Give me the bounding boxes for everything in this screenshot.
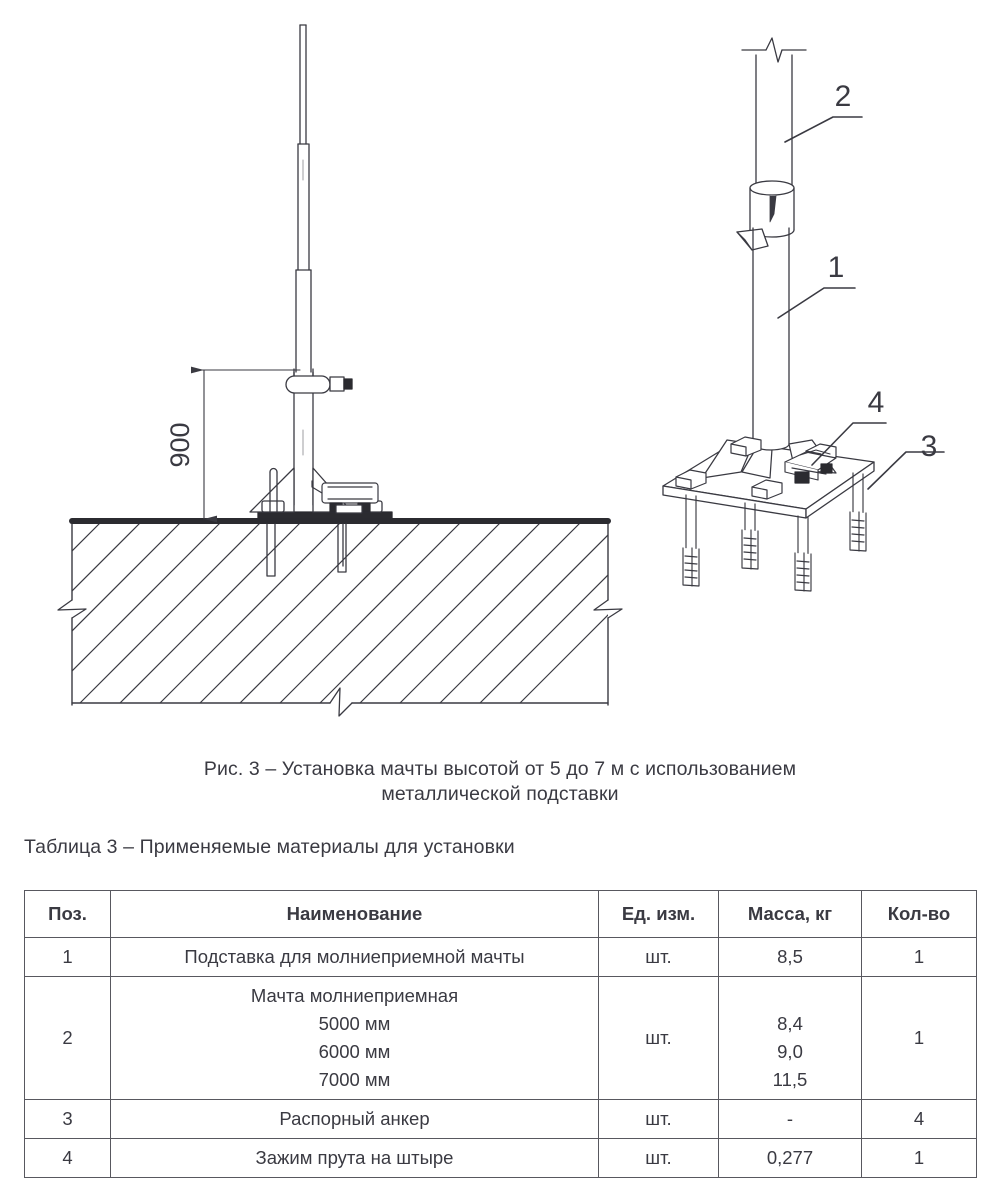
table-row: 2 Мачта молниеприемная 5000 мм 6000 мм 7… [24,976,977,1100]
table-header-row: Поз. Наименование Ед. изм. Масса, кг Кол… [24,890,977,938]
technical-drawing-figure: 900 2 1 4 3 [57,24,945,717]
cell-mass: - [718,1099,862,1139]
slab-hatching [72,519,608,703]
right-isometric-view [662,37,945,592]
cell-quantity: 1 [861,937,977,977]
figure-svg: 900 2 1 4 3 [57,24,945,717]
figure-caption-line-2: металлической подставки [381,783,619,805]
leader-4 [811,422,887,466]
column-header-unit: Ед. изм. [598,890,719,938]
dimension-900 [191,366,301,523]
leader-1 [777,287,856,319]
figure-caption-line-1: Рис. 3 – Установка мачты высотой от 5 до… [203,758,797,780]
column-header-name: Наименование [110,890,599,938]
callout-label-3: 3 [921,430,938,463]
concrete-slab [57,518,623,717]
table-row: 3 Распорный анкер шт. - 4 [24,1099,977,1139]
cell-quantity: 1 [861,1138,977,1178]
cell-unit: шт. [598,1138,719,1178]
leader-2 [784,116,863,143]
mast-pipe-upper [741,37,807,189]
mast-collar-clamp [285,368,353,394]
cell-unit: шт. [598,976,719,1100]
column-header-position: Поз. [24,890,111,938]
cell-quantity: 4 [861,1099,977,1139]
rod-clamp-detail [311,480,379,514]
figure-caption: Рис. 3 – Установка мачты высотой от 5 до… [0,757,1000,807]
column-header-quantity: Кол-во [861,890,977,938]
column-header-mass: Масса, кг [718,890,862,938]
cell-name: Подставка для молниеприемной мачты [110,937,599,977]
materials-table: Поз. Наименование Ед. изм. Масса, кг Кол… [24,890,977,1178]
mast-pipe-lower [752,227,790,445]
callout-leaders [777,116,945,490]
cell-unit: шт. [598,1099,719,1139]
cell-mass: 8,4 9,0 11,5 [718,976,862,1100]
iso-rod-clamp [784,449,837,484]
anchors-in-slab [266,523,347,577]
cell-name: Зажим прута на штыре [110,1138,599,1178]
callout-label-4: 4 [868,386,885,419]
cell-position: 3 [24,1099,111,1139]
dimension-label-900: 900 [165,422,195,467]
callout-label-2: 2 [835,80,852,113]
lightning-mast [293,24,314,506]
cell-position: 1 [24,937,111,977]
mast-coupling [736,180,795,251]
cell-position: 2 [24,976,111,1100]
iso-expansion-anchors [682,472,867,592]
cell-mass: 0,277 [718,1138,862,1178]
cell-quantity: 1 [861,976,977,1100]
cell-unit: шт. [598,937,719,977]
down-conductor-rod [269,467,278,513]
left-section-view [57,24,623,717]
table-title: Таблица 3 – Применяемые материалы для ус… [24,836,515,858]
table-row: 4 Зажим прута на штыре шт. 0,277 1 [24,1138,977,1178]
cell-name: Мачта молниеприемная 5000 мм 6000 мм 700… [110,976,599,1100]
table-row: 1 Подставка для молниеприемной мачты шт.… [24,937,977,977]
callout-label-1: 1 [828,251,845,284]
cell-mass: 8,5 [718,937,862,977]
cell-position: 4 [24,1138,111,1178]
cell-name: Распорный анкер [110,1099,599,1139]
leader-3 [867,451,945,490]
